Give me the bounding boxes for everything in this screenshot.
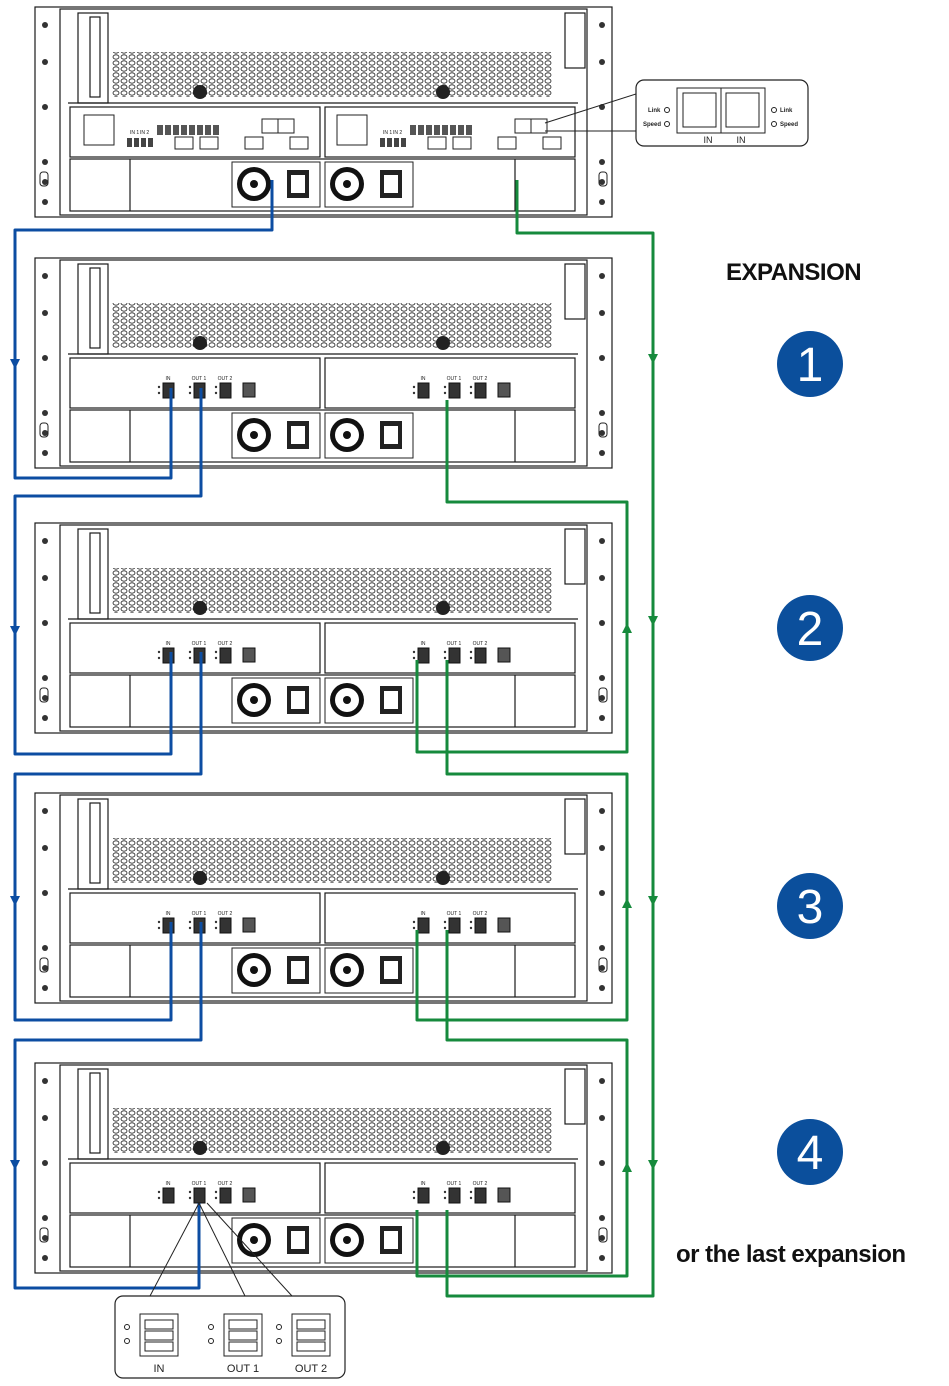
psu-1: [232, 162, 320, 207]
port-label-in: IN: [421, 376, 426, 382]
callout-in-right: IN: [737, 135, 746, 145]
cable-arrow: [648, 616, 658, 626]
port-label-out2: OUT 2: [473, 376, 488, 382]
psu-1: [232, 1218, 320, 1263]
expansion-unit-1: IN OUT 1 OUT 2 IN OUT 1 OUT 2: [35, 258, 612, 468]
psu-2: [325, 413, 413, 458]
psu-2: [325, 1218, 413, 1263]
cable-arrow: [622, 898, 632, 908]
port-label-out1: OUT 1: [192, 641, 207, 647]
head-in2-label: IN 2: [140, 130, 149, 136]
port-label-out2: OUT 2: [218, 1181, 233, 1187]
port-label-out2: OUT 2: [473, 1181, 488, 1187]
badge-2-number: 2: [797, 603, 824, 656]
cable-arrow: [10, 359, 20, 369]
port-label-out1: OUT 1: [447, 911, 462, 917]
callout-out2-label: OUT 2: [295, 1363, 327, 1375]
port-label-out2: OUT 2: [473, 641, 488, 647]
port-label-in: IN: [421, 911, 426, 917]
psu-1: [232, 678, 320, 723]
port-label-out1: OUT 1: [447, 1181, 462, 1187]
cable-arrow: [648, 354, 658, 364]
port-label-out2: OUT 2: [218, 641, 233, 647]
badge-1-number: 1: [797, 339, 824, 392]
head-in1-label: IN 1: [383, 130, 392, 136]
cable-arrow: [622, 1162, 632, 1172]
expansion-unit-2: IN OUT 1 OUT 2 IN OUT 1 OUT 2: [35, 523, 612, 733]
callout-in-left: IN: [704, 135, 713, 145]
callout-speed-right: Speed: [780, 122, 798, 128]
callout-speed-left: Speed: [643, 122, 661, 128]
cable-arrow: [10, 1160, 20, 1170]
psu-2: [325, 678, 413, 723]
badge-3: 3: [777, 873, 843, 939]
port-label-out1: OUT 1: [447, 641, 462, 647]
cable-arrow: [648, 1160, 658, 1170]
port-label-in: IN: [166, 1181, 171, 1187]
port-label-out2: OUT 2: [218, 376, 233, 382]
callout-out1-label: OUT 1: [227, 1363, 259, 1375]
cable-arrow: [10, 896, 20, 906]
psu-1: [232, 413, 320, 458]
callout-link-left: Link: [648, 108, 661, 114]
port-label-out1: OUT 1: [447, 376, 462, 382]
port-label-in: IN: [166, 376, 171, 382]
badge-3-number: 3: [797, 881, 824, 934]
port-label-out2: OUT 2: [218, 911, 233, 917]
expansion-unit-3: IN OUT 1 OUT 2 IN OUT 1 OUT 2: [35, 793, 612, 1003]
port-label-in: IN: [421, 1181, 426, 1187]
badge-4: 4: [777, 1119, 843, 1185]
head-in2-label: IN 2: [393, 130, 402, 136]
port-label-in: IN: [166, 911, 171, 917]
badge-4-number: 4: [797, 1127, 824, 1180]
port-label-out1: OUT 1: [192, 376, 207, 382]
badge-2: 2: [777, 595, 843, 661]
cable-arrow: [622, 623, 632, 633]
callout-link-right: Link: [780, 108, 793, 114]
cable-arrow: [10, 626, 20, 636]
head-in1-label: IN 1: [130, 130, 139, 136]
psu-2: [325, 948, 413, 993]
port-label-out2: OUT 2: [473, 911, 488, 917]
port-label-in: IN: [166, 641, 171, 647]
expansion-heading: EXPANSION: [726, 259, 861, 286]
cable-arrow: [648, 896, 658, 906]
expansion-unit-4: IN OUT 1 OUT 2 IN OUT 1 OUT 2: [35, 1063, 612, 1273]
psu-1: [232, 948, 320, 993]
last-expansion-note: or the last expansion: [676, 1241, 906, 1268]
port-label-out1: OUT 1: [192, 1181, 207, 1187]
psu-2: [325, 162, 413, 207]
badge-1: 1: [777, 331, 843, 397]
callout-in-label: IN: [154, 1363, 165, 1375]
port-label-in: IN: [421, 641, 426, 647]
port-label-out1: OUT 1: [192, 911, 207, 917]
